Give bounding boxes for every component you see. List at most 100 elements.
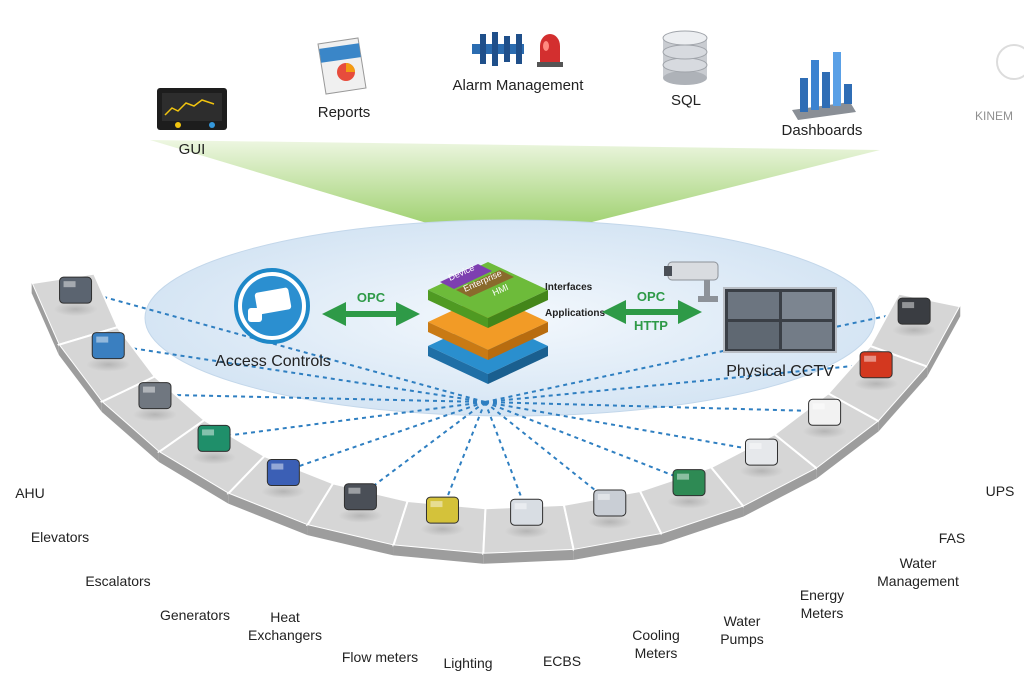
app-label: GUI bbox=[179, 141, 206, 158]
ahu-unit-icon[interactable] bbox=[53, 276, 98, 317]
interfaces-label: Interfaces bbox=[545, 282, 593, 293]
alarm-icon bbox=[472, 32, 563, 67]
device-connection-lines bbox=[75, 288, 915, 512]
icon-body bbox=[897, 297, 931, 325]
device-tile-edge bbox=[927, 306, 961, 377]
icon-highlight bbox=[749, 443, 762, 450]
icon-shadow bbox=[53, 302, 98, 317]
app-label: SQL bbox=[671, 92, 701, 109]
icon-highlight bbox=[514, 503, 527, 510]
icon-shadow bbox=[802, 424, 847, 439]
heat-exchanger-icon[interactable] bbox=[261, 459, 306, 499]
icon-highlight bbox=[677, 473, 690, 480]
database-icon bbox=[662, 30, 708, 85]
icon-body bbox=[744, 438, 778, 466]
icon-shadow bbox=[587, 514, 632, 529]
device-tile-edge bbox=[483, 549, 574, 564]
physical-cctv[interactable]: Physical CCTV bbox=[664, 261, 837, 380]
app-label: Reports bbox=[318, 104, 371, 121]
icon-shadow bbox=[854, 376, 899, 391]
bar-chart-icon bbox=[792, 52, 856, 120]
device-connection-line bbox=[283, 401, 486, 473]
icon-body bbox=[859, 351, 893, 379]
icon-body bbox=[266, 459, 300, 487]
device-tile-edge bbox=[228, 493, 308, 536]
app-label: Dashboards bbox=[782, 122, 863, 139]
device-tile-edge bbox=[878, 366, 928, 432]
icon-shadow bbox=[192, 450, 237, 465]
energy-meter-icon[interactable] bbox=[739, 438, 784, 479]
device-tile-edge bbox=[743, 468, 817, 517]
icon-body bbox=[672, 469, 706, 497]
watermark: KINEM bbox=[975, 44, 1024, 123]
app-reports[interactable]: Reports bbox=[317, 37, 371, 121]
app-dashboards[interactable]: Dashboards bbox=[782, 52, 863, 139]
icon-shadow bbox=[420, 522, 465, 537]
icon-body bbox=[138, 382, 172, 410]
icon-body bbox=[343, 483, 377, 511]
device-tile-edge bbox=[573, 533, 662, 560]
access-controls[interactable]: Access Controls bbox=[215, 268, 331, 370]
water-tank-icon[interactable] bbox=[802, 398, 847, 439]
escalator-icon[interactable] bbox=[132, 382, 177, 422]
device-connection-line bbox=[213, 401, 486, 439]
flow-meter-icon[interactable] bbox=[338, 483, 383, 523]
app-sql[interactable]: SQL bbox=[662, 30, 708, 109]
ecbs-panel-icon[interactable] bbox=[504, 498, 549, 539]
icon-body bbox=[510, 498, 544, 526]
device-connection-line bbox=[359, 401, 486, 497]
device-connection-line bbox=[75, 288, 486, 403]
device-tile-edge bbox=[158, 452, 229, 504]
icon-highlight bbox=[597, 493, 610, 500]
icon-shadow bbox=[338, 508, 383, 523]
icon-highlight bbox=[902, 302, 915, 309]
data-beam bbox=[150, 140, 880, 245]
device-connection-line bbox=[484, 401, 825, 413]
generator-icon[interactable] bbox=[192, 424, 237, 465]
device-connection-line bbox=[441, 401, 486, 510]
elevator-motor-icon[interactable] bbox=[86, 332, 131, 372]
lighting-icon[interactable] bbox=[420, 496, 465, 537]
gui-screen-icon bbox=[157, 88, 227, 130]
icon-highlight bbox=[430, 501, 443, 508]
app-alarm-management[interactable]: Alarm Management bbox=[453, 32, 585, 94]
device-label: UPS bbox=[986, 483, 1015, 499]
protocol-label: HTTP bbox=[634, 318, 668, 333]
device-label: Escalators bbox=[85, 573, 150, 589]
device-connection-line bbox=[484, 401, 762, 453]
device-connection-line bbox=[484, 401, 611, 503]
device-tile-edge bbox=[816, 421, 879, 479]
device-label: Flow meters bbox=[342, 649, 418, 665]
cooling-meter-icon[interactable] bbox=[587, 489, 632, 529]
watermark-text: KINEM bbox=[975, 109, 1013, 123]
icon-body bbox=[808, 398, 842, 426]
device-connection-line bbox=[484, 309, 915, 403]
fire-alarm-icon[interactable] bbox=[854, 351, 899, 391]
icon-highlight bbox=[202, 429, 215, 436]
water-pump-icon[interactable] bbox=[667, 469, 712, 509]
device-tile-edge bbox=[101, 401, 159, 463]
device-label: Elevators bbox=[31, 529, 89, 545]
device-connection-line bbox=[484, 362, 877, 403]
device-icons bbox=[53, 276, 937, 539]
icon-body bbox=[425, 496, 459, 524]
protocol-label: OPC bbox=[357, 290, 386, 305]
app-gui[interactable]: GUI bbox=[157, 88, 227, 158]
access-card-icon bbox=[234, 268, 310, 344]
device-label: Lighting bbox=[443, 655, 492, 671]
physical-cctv-label: Physical CCTV bbox=[726, 363, 834, 380]
report-doc-icon bbox=[317, 37, 367, 95]
ups-icon[interactable] bbox=[892, 297, 937, 338]
icon-shadow bbox=[132, 407, 177, 422]
icon-body bbox=[91, 332, 125, 360]
core-platform-stack[interactable]: Device Enterprise HMI bbox=[428, 262, 548, 384]
icon-shadow bbox=[504, 524, 549, 539]
